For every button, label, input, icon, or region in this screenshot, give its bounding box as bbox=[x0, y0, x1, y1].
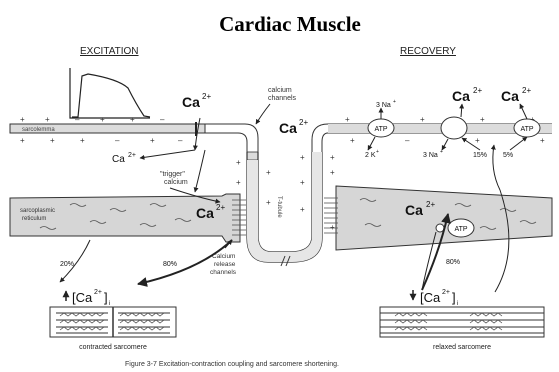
conc-left-sub: i bbox=[109, 301, 110, 307]
conc-right-end: ] bbox=[452, 290, 456, 305]
k-2-sup: + bbox=[376, 149, 379, 155]
sr-label-1: sarcoplasmic bbox=[20, 208, 55, 214]
svg-text:+: + bbox=[480, 115, 485, 124]
ca-ttubule-label: Ca bbox=[279, 120, 297, 136]
svg-text:+: + bbox=[330, 168, 335, 177]
svg-text:+: + bbox=[20, 115, 25, 124]
svg-text:+: + bbox=[330, 153, 335, 162]
svg-text:+: + bbox=[266, 168, 271, 177]
svg-text:+: + bbox=[540, 136, 545, 145]
conc-left: [Ca bbox=[72, 290, 93, 305]
svg-text:+: + bbox=[45, 115, 50, 124]
calcium-channels-label-2: channels bbox=[268, 95, 297, 102]
ca-recovery-sup-2: 2+ bbox=[522, 86, 531, 95]
figure-caption: Figure 3-7 Excitation-contraction coupli… bbox=[125, 361, 339, 368]
contracted-sarcomere-label: contracted sarcomere bbox=[79, 344, 147, 351]
ca-sr-right: Ca bbox=[405, 202, 423, 218]
t-tubule: T-tubule bbox=[247, 152, 322, 266]
svg-text:+: + bbox=[236, 158, 241, 167]
conc-right-sub: i bbox=[457, 301, 458, 307]
release-channels-label-2: release bbox=[214, 261, 236, 268]
action-potential-graph bbox=[70, 68, 150, 118]
svg-text:ATP: ATP bbox=[454, 226, 467, 233]
svg-text:+: + bbox=[266, 198, 271, 207]
conc-left-end: ] bbox=[104, 290, 108, 305]
svg-text:+: + bbox=[80, 136, 85, 145]
svg-text:ATP: ATP bbox=[374, 126, 387, 133]
excitation-heading: EXCITATION bbox=[80, 46, 139, 57]
svg-text:+: + bbox=[300, 153, 305, 162]
svg-text:+: + bbox=[345, 115, 350, 124]
exchanger bbox=[441, 117, 467, 139]
svg-text:+: + bbox=[300, 178, 305, 187]
svg-text:–: – bbox=[75, 115, 80, 124]
svg-text:ATP: ATP bbox=[520, 126, 533, 133]
ca-sr-left-sup: 2+ bbox=[216, 203, 225, 212]
na-3-bottom: 3 Na bbox=[423, 152, 438, 159]
conc-left-sup: 2+ bbox=[94, 289, 102, 296]
na-3-top: 3 Na bbox=[376, 102, 391, 109]
svg-text:+: + bbox=[130, 115, 135, 124]
ca-ttubule-sup: 2+ bbox=[299, 118, 308, 127]
ca-sr-left: Ca bbox=[196, 205, 214, 221]
na-3-top-sup: + bbox=[393, 99, 396, 105]
ca-top-label: Ca bbox=[182, 94, 200, 110]
pct-20-label: 20% bbox=[60, 261, 74, 268]
svg-text:–: – bbox=[160, 115, 165, 124]
k-2: 2 K bbox=[365, 152, 376, 159]
svg-text:+: + bbox=[20, 136, 25, 145]
ca-recovery-label-1: Ca bbox=[452, 88, 470, 104]
pct-15-label: 15% bbox=[473, 152, 487, 159]
t-tubule-label: T-tubule bbox=[276, 196, 282, 218]
sarcoplasmic-reticulum-left: sarcoplasmic reticulum Ca 2+ bbox=[10, 194, 246, 242]
conc-right-sup: 2+ bbox=[442, 289, 450, 296]
svg-text:+: + bbox=[150, 136, 155, 145]
ca-left-label: Ca bbox=[112, 154, 125, 165]
contracted-sarcomere-group: [Ca 2+ ] i contracted sarcomere bbox=[50, 289, 176, 351]
ca-left-sup: 2+ bbox=[128, 152, 136, 159]
calcium-channels-label-1: calcium bbox=[268, 87, 292, 94]
sarcolemma-label: sarcolemma bbox=[22, 127, 55, 133]
ca-sr-right-sup: 2+ bbox=[426, 200, 435, 209]
relaxed-sarcomere-group: [Ca 2+ ] i relaxed sarcomere bbox=[380, 289, 544, 351]
sarcoplasmic-reticulum-right: Ca 2+ bbox=[324, 186, 552, 250]
svg-text:+: + bbox=[475, 136, 480, 145]
svg-text:+: + bbox=[330, 223, 335, 232]
trigger-label-1: "trigger" bbox=[160, 171, 185, 178]
ca-top-sup: 2+ bbox=[202, 92, 211, 101]
svg-text:+: + bbox=[50, 136, 55, 145]
sarcolemma-atp-pump-1: ATP bbox=[368, 119, 394, 137]
pct-80-left-label: 80% bbox=[163, 261, 177, 268]
svg-text:+: + bbox=[100, 115, 105, 124]
sarcolemma-atp-pump-2: ATP bbox=[514, 119, 540, 137]
title: Cardiac Muscle bbox=[219, 12, 361, 36]
relaxed-sarcomere-label: relaxed sarcomere bbox=[433, 344, 491, 351]
trigger-label-2: calcium bbox=[164, 179, 188, 186]
sr-label-2: reticulum bbox=[22, 216, 46, 222]
release-channels-label-3: channels bbox=[210, 269, 237, 276]
ca-recovery-sup-1: 2+ bbox=[473, 86, 482, 95]
svg-text:+: + bbox=[350, 136, 355, 145]
svg-text:–: – bbox=[115, 136, 120, 145]
svg-text:–: – bbox=[178, 136, 183, 145]
recovery-heading: RECOVERY bbox=[400, 46, 456, 57]
svg-text:+: + bbox=[300, 205, 305, 214]
pct-80-right-label: 80% bbox=[446, 259, 460, 266]
svg-text:+: + bbox=[420, 115, 425, 124]
svg-text:–: – bbox=[405, 136, 410, 145]
pct-5-label: 5% bbox=[503, 152, 513, 159]
svg-text:+: + bbox=[236, 178, 241, 187]
ca-recovery-label-2: Ca bbox=[501, 88, 519, 104]
conc-right: [Ca bbox=[420, 290, 441, 305]
